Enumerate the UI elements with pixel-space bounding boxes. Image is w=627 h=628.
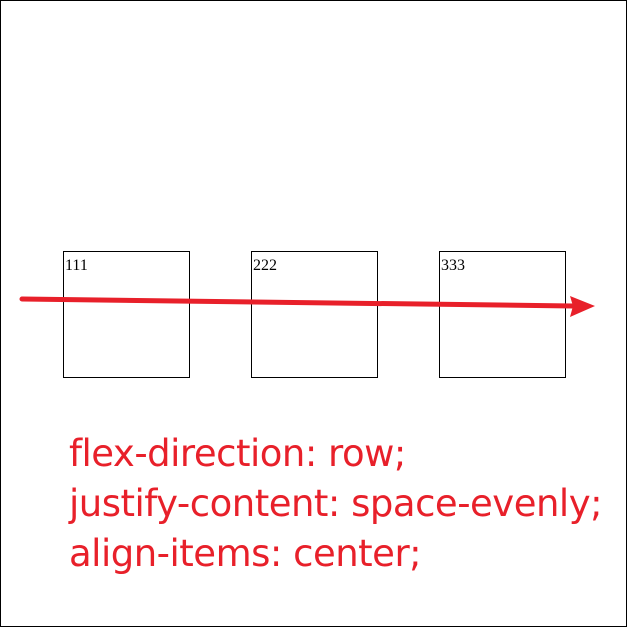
flex-item-2: 222: [251, 251, 378, 378]
flex-item-3-label: 333: [441, 257, 465, 274]
caption-justify-content: justify-content: space-evenly;: [69, 482, 603, 525]
caption-align-items: align-items: center;: [69, 532, 422, 575]
caption-flex-direction: flex-direction: row;: [69, 432, 406, 475]
flex-item-1: 111: [63, 251, 190, 378]
css-caption: flex-direction: row; justify-content: sp…: [69, 429, 625, 579]
flex-item-1-label: 111: [65, 257, 88, 274]
flex-item-3: 333: [439, 251, 566, 378]
flex-item-2-label: 222: [253, 257, 277, 274]
main-axis-arrow-head: [570, 296, 595, 317]
